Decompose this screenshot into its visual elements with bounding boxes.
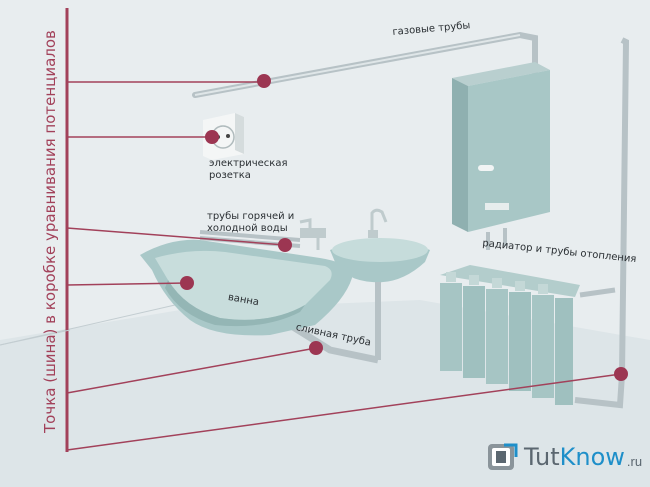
- node-bath: [180, 276, 194, 290]
- wire-bath: [66, 282, 188, 286]
- heating-supply-pipe: [579, 287, 616, 298]
- wire-radiator: [66, 373, 622, 451]
- bathtub: [140, 239, 352, 336]
- label-socket-line1: электрическая: [209, 158, 288, 169]
- label-socket-line2: розетка: [209, 170, 251, 181]
- perspective-line: [0, 329, 71, 346]
- node-radiator: [614, 367, 628, 381]
- label-water-line2: холодной воды: [207, 223, 288, 234]
- sink: [330, 208, 430, 360]
- bus-title: Точка (шина) в коробке уравнивания потен…: [41, 30, 59, 433]
- brand-name-part1: Tut: [524, 443, 560, 471]
- brand-mark-icon: [488, 443, 518, 470]
- bath-faucet: [299, 218, 326, 250]
- node-water: [278, 238, 292, 252]
- node-drain: [309, 341, 323, 355]
- brand-domain: .ru: [626, 454, 643, 469]
- node-socket: [205, 130, 219, 144]
- gas-pipe-highlight: [194, 34, 521, 96]
- radiator: [440, 265, 580, 405]
- label-water-line1: трубы горячей и: [207, 211, 295, 222]
- brand-name-part2: Know: [559, 443, 625, 471]
- wire-water: [66, 227, 286, 246]
- gas-boiler: [452, 62, 550, 250]
- drain-pipe: [288, 322, 379, 364]
- node-gas: [257, 74, 271, 88]
- wall-socket: [203, 113, 244, 160]
- wire-drain: [66, 347, 317, 394]
